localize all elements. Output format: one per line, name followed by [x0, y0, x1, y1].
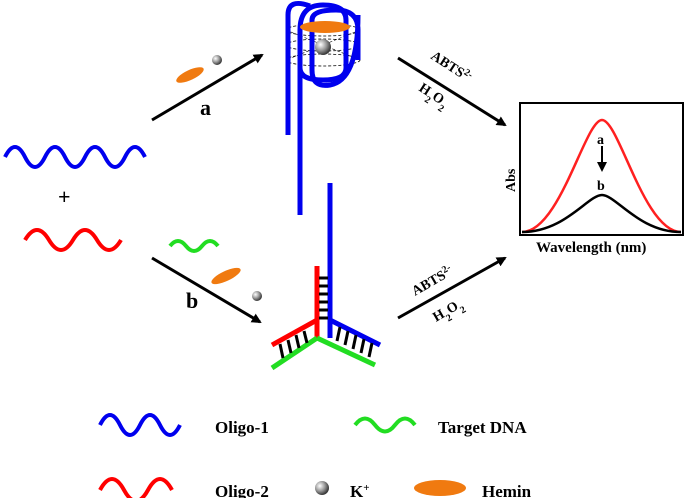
absorbance-spectrum: a b Abs Wavelength (nm): [504, 102, 684, 256]
k-ion: [315, 39, 331, 55]
legend: Oligo-1 Target DNA Oligo-2 K+ Hemin: [98, 413, 532, 498]
reagent-h2o2-top: H2O2: [413, 81, 450, 115]
hemin-molecule: [300, 21, 350, 33]
legend-target-swatch: [353, 416, 417, 434]
arrow-path-b: [151, 256, 262, 324]
oligo2-strand: [23, 228, 123, 252]
spectrum-curve-b: [521, 193, 682, 234]
reagent-h2o2-bottom: H2O2: [431, 297, 468, 330]
legend-oligo2-swatch: [98, 477, 174, 498]
path-a-label: a: [200, 95, 211, 120]
path-b-label: b: [186, 288, 198, 313]
spectrum-ylabel: Abs: [504, 168, 519, 192]
spectrum-xlabel: Wavelength (nm): [536, 240, 646, 256]
legend-oligo1-label: Oligo-1: [215, 418, 269, 437]
three-way-junction: [270, 183, 382, 371]
legend-k-label: K+: [350, 482, 370, 498]
reagent-label-bottom: ABTS2-: [408, 262, 456, 300]
hemin-molecule: [211, 267, 241, 285]
k-ion: [252, 291, 262, 301]
arrow-reaction-bottom: [397, 256, 507, 320]
legend-k-swatch: [315, 481, 329, 495]
legend-oligo2-label: Oligo-2: [215, 482, 269, 498]
legend-oligo1-swatch: [98, 413, 182, 437]
legend-hemin-label: Hemin: [482, 482, 532, 498]
peak-b-label: b: [597, 179, 605, 194]
k-ion: [212, 55, 222, 65]
arrow-path-a: [151, 53, 264, 122]
plus-sign: +: [58, 184, 71, 209]
oligo1-strand: [3, 145, 147, 169]
target-dna-strand: [168, 239, 220, 253]
legend-target-label: Target DNA: [438, 418, 527, 437]
peak-a-label: a: [597, 133, 604, 148]
arrow-reaction-top: [397, 56, 507, 127]
legend-hemin-swatch: [414, 480, 466, 496]
hemin-molecule: [176, 67, 204, 83]
g-quadruplex: [285, 1, 361, 215]
spectrum-curve-a: [521, 118, 682, 234]
